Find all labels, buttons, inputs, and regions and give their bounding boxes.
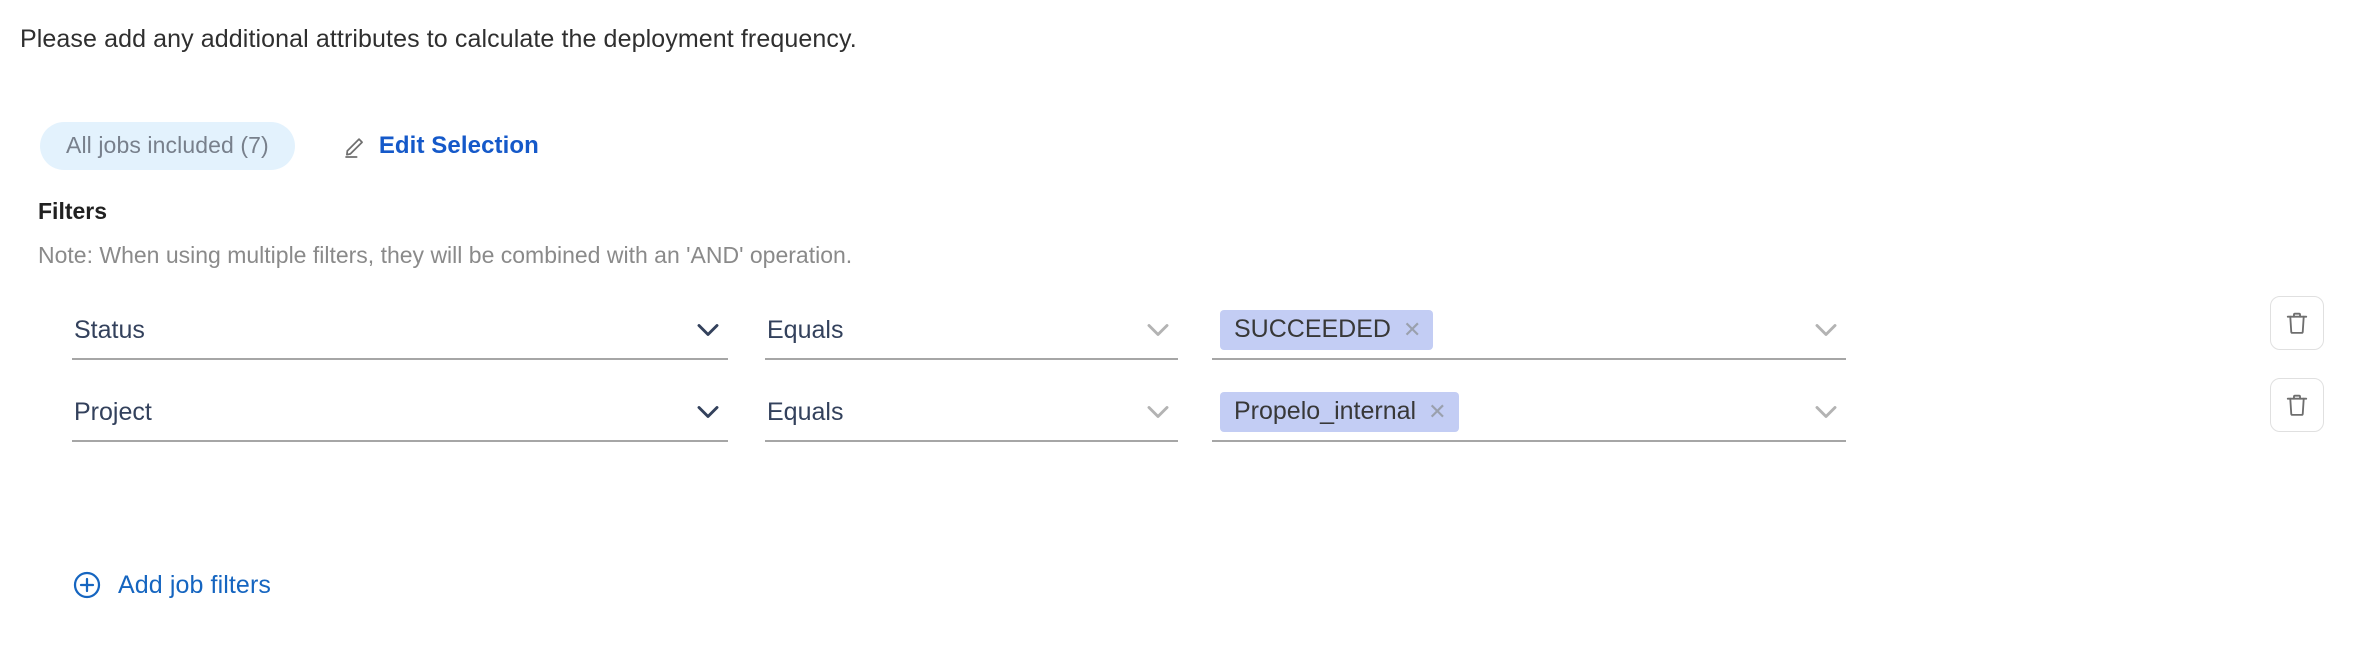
delete-filter-button[interactable] <box>2270 296 2324 350</box>
filter-operator-value: Equals <box>767 317 844 343</box>
close-icon[interactable]: ✕ <box>1402 316 1422 342</box>
trash-icon <box>2286 312 2308 334</box>
filter-row: Status Equals SUCCEEDED ✕ <box>0 296 2376 372</box>
filter-value-select[interactable]: SUCCEEDED ✕ <box>1212 302 1846 360</box>
filter-value-tag-label: SUCCEEDED <box>1234 315 1391 343</box>
filter-operator-select[interactable]: Equals <box>765 384 1178 442</box>
filter-value-tag-label: Propelo_internal <box>1234 397 1417 425</box>
chevron-down-icon <box>1815 406 1837 418</box>
add-job-filters-button[interactable]: Add job filters <box>72 570 271 600</box>
add-job-filters-label: Add job filters <box>118 570 271 599</box>
filter-attribute-value: Project <box>74 399 152 425</box>
filter-attribute-value: Status <box>74 317 145 343</box>
filter-value-tag[interactable]: SUCCEEDED ✕ <box>1220 310 1434 350</box>
filters-note: Note: When using multiple filters, they … <box>38 242 853 268</box>
jobs-included-chip: All jobs included (7) <box>40 122 295 170</box>
filter-operator-value: Equals <box>767 399 844 425</box>
filter-value-select[interactable]: Propelo_internal ✕ <box>1212 384 1846 442</box>
chevron-down-icon <box>1147 406 1169 418</box>
filter-row: Project Equals Propelo_internal ✕ <box>0 378 2376 454</box>
close-icon[interactable]: ✕ <box>1428 398 1447 424</box>
chevron-down-icon <box>697 406 719 418</box>
chevron-down-icon <box>1815 324 1837 336</box>
selection-summary-row: All jobs included (7) Edit Selection <box>40 122 539 170</box>
filters-heading: Filters <box>38 198 108 224</box>
edit-selection-label: Edit Selection <box>378 132 539 159</box>
edit-selection-button[interactable]: Edit Selection <box>343 133 539 159</box>
filter-attribute-select[interactable]: Status <box>72 302 728 360</box>
page-instruction: Please add any additional attributes to … <box>20 25 857 53</box>
pencil-icon <box>344 138 363 158</box>
filter-attribute-select[interactable]: Project <box>72 384 728 442</box>
filter-value-tag[interactable]: Propelo_internal ✕ <box>1220 392 1459 432</box>
chevron-down-icon <box>1147 324 1169 336</box>
plus-circle-icon <box>73 571 101 599</box>
filter-operator-select[interactable]: Equals <box>765 302 1178 360</box>
delete-filter-button[interactable] <box>2270 378 2324 432</box>
trash-icon <box>2286 394 2308 416</box>
chevron-down-icon <box>697 324 719 336</box>
